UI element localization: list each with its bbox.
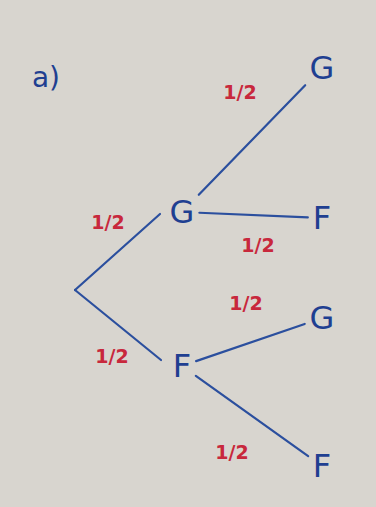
outcome-letter: F: [313, 448, 331, 485]
outcome-node: G: [167, 192, 198, 233]
outcome-letter: G: [310, 50, 335, 87]
branch-line: [199, 213, 307, 218]
outcome-letter: F: [313, 200, 331, 237]
branch-line: [196, 376, 308, 456]
probability-label: 1/2: [223, 81, 256, 104]
outcome-letter: G: [170, 194, 195, 231]
edge-layer: [196, 85, 308, 456]
probability-label: 1/2: [95, 345, 128, 368]
branch-line: [196, 324, 305, 361]
probability-label: 1/2: [215, 441, 248, 464]
outcome-letter: F: [173, 348, 191, 385]
outcome-node: G: [307, 48, 338, 89]
outcome-node: F: [310, 446, 334, 487]
probability-label: 1/2: [91, 211, 124, 234]
probability-label: 1/2: [229, 292, 262, 315]
probability-label: 1/2: [241, 234, 274, 257]
part-label: a): [32, 61, 60, 95]
outcome-letter: G: [310, 300, 335, 337]
outcome-node: F: [170, 346, 194, 387]
outcome-node: F: [310, 198, 334, 239]
outcome-node: G: [307, 298, 338, 339]
